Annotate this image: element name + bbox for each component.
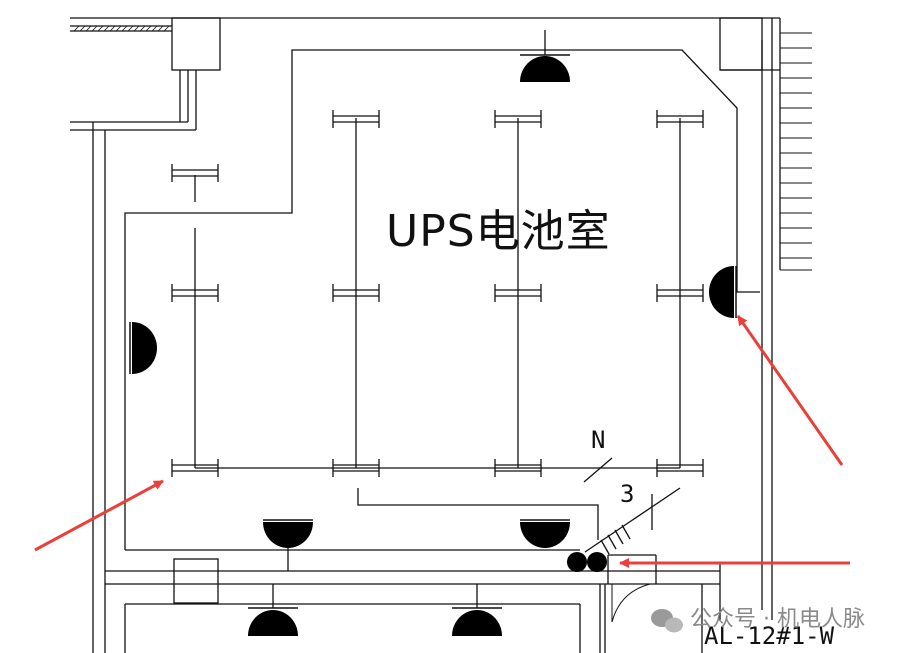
room-outline xyxy=(124,49,760,551)
light-switch-symbol xyxy=(567,552,607,572)
wall-hatching xyxy=(73,25,170,32)
arrow-left xyxy=(34,479,164,552)
wechat-icon xyxy=(651,609,683,633)
conductor-marks xyxy=(583,457,681,555)
light-fixture-top xyxy=(520,30,570,82)
circuit-label: AL-12#1-W xyxy=(704,622,835,650)
building-walls xyxy=(70,17,781,653)
light-fixture-lower-2 xyxy=(452,584,502,636)
cable-tray-grid xyxy=(194,118,681,469)
annotation-arrows xyxy=(34,315,850,568)
light-fixture-lower-1 xyxy=(248,584,298,636)
light-fixture-right xyxy=(709,266,737,318)
light-fixture-bottom-2 xyxy=(520,519,570,548)
watermark-text: 公众号 · 机电人脉 xyxy=(690,607,865,632)
conductor-count-label: 3 xyxy=(620,480,634,508)
stair-treads xyxy=(780,32,812,271)
light-fixture-bottom-1 xyxy=(263,519,313,571)
door-swing xyxy=(611,583,651,623)
watermark: 公众号 · 机电人脉 xyxy=(651,607,865,633)
room-label: UPS电池室 xyxy=(386,206,611,257)
neutral-label: N xyxy=(591,426,605,454)
tray-support-symbols xyxy=(171,110,704,477)
light-fixture-left xyxy=(129,322,157,374)
arrow-right xyxy=(736,315,844,466)
